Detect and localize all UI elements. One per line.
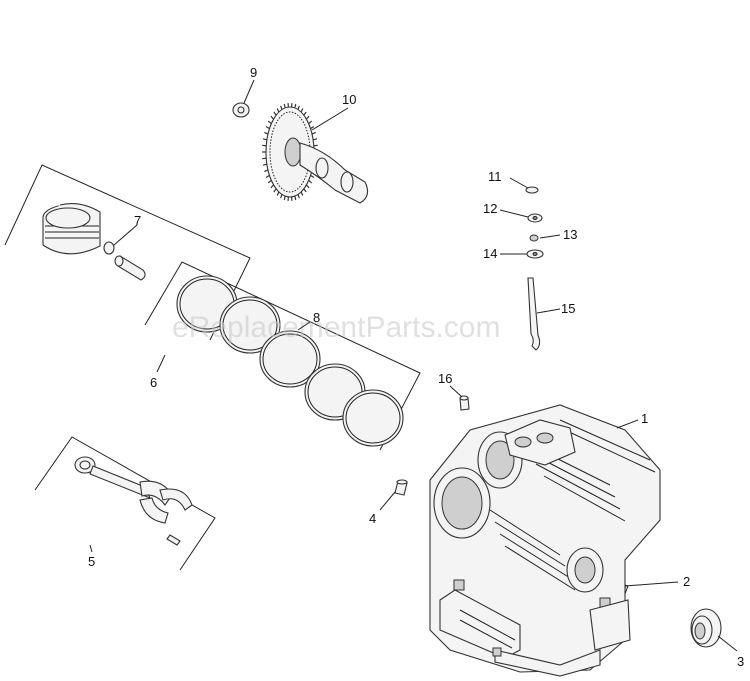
cam-washer[interactable]: [232, 102, 250, 118]
camshaft[interactable]: [262, 103, 369, 204]
callout-2: 2: [683, 574, 690, 589]
gear-tooth: [308, 120, 313, 125]
connecting-rod-group[interactable]: [34, 436, 216, 571]
callout-4: 4: [369, 511, 376, 526]
leader-lines: [89, 79, 738, 652]
callout-13: 13: [563, 227, 577, 242]
part-3-seal[interactable]: [690, 608, 722, 648]
part-11-clip[interactable]: [525, 186, 539, 194]
gear-tooth: [311, 131, 316, 135]
callout-7: 7: [134, 213, 141, 228]
callout-14: 14: [483, 246, 497, 261]
callout-11: 11: [488, 169, 502, 184]
gear-tooth: [262, 157, 267, 160]
gear-tooth: [270, 115, 275, 120]
gear-tooth: [262, 163, 268, 166]
callout-6: 6: [150, 375, 157, 390]
connecting-rod: [74, 456, 173, 524]
gear-tooth: [265, 174, 270, 178]
callout-9: 9: [250, 65, 257, 80]
callout-3: 3: [737, 654, 744, 669]
ring-3: [259, 330, 321, 388]
gear-tooth: [310, 126, 315, 130]
ring-5: [342, 389, 404, 447]
piston-group[interactable]: [4, 164, 251, 341]
gear-tooth: [270, 184, 275, 189]
gear-tooth: [267, 179, 272, 184]
piston-pin: [114, 255, 146, 281]
gear-tooth: [305, 115, 310, 120]
callout-5: 5: [88, 554, 95, 569]
gear-tooth: [283, 195, 286, 201]
rod-cap: [159, 488, 193, 511]
part-13-nut[interactable]: [529, 234, 539, 242]
callout-labels: 1 2 3 4 5 6 7 8 9 10 11 12 13 14 15 16: [88, 65, 744, 669]
gear-tooth: [305, 184, 310, 189]
gear-tooth: [262, 144, 267, 147]
gear-tooth: [265, 126, 270, 130]
gear-tooth: [262, 138, 268, 141]
gear-tooth: [308, 179, 313, 184]
part-15-rod[interactable]: [527, 277, 541, 351]
gear-tooth: [294, 103, 297, 109]
gear-tooth: [303, 188, 307, 193]
gear-tooth: [264, 131, 269, 135]
gear-tooth: [267, 120, 272, 125]
callout-12: 12: [483, 201, 497, 216]
ring-2: [219, 296, 281, 354]
gear-tooth: [283, 103, 286, 109]
part-4-pin[interactable]: [394, 479, 408, 496]
callout-15: 15: [561, 301, 575, 316]
gear-tooth: [294, 195, 297, 201]
gear-tooth: [312, 138, 318, 141]
callout-16: 16: [438, 371, 452, 386]
gear-tooth: [264, 169, 269, 173]
callout-8: 8: [313, 310, 320, 325]
gear-tooth: [313, 144, 318, 147]
piston: [42, 203, 101, 255]
rod-bolt: [166, 534, 181, 546]
ring-set[interactable]: [144, 261, 421, 451]
gear-tooth: [310, 174, 315, 178]
crankcase[interactable]: [429, 404, 661, 677]
callout-10: 10: [342, 92, 356, 107]
watermark-text: eReplacementParts.com: [172, 311, 500, 344]
callout-1: 1: [641, 411, 648, 426]
gear-tooth: [273, 111, 277, 116]
part-16-pin[interactable]: [459, 395, 470, 411]
gear-tooth: [273, 188, 277, 193]
gear-tooth: [303, 111, 307, 116]
piston-pin-clip: [103, 241, 115, 255]
